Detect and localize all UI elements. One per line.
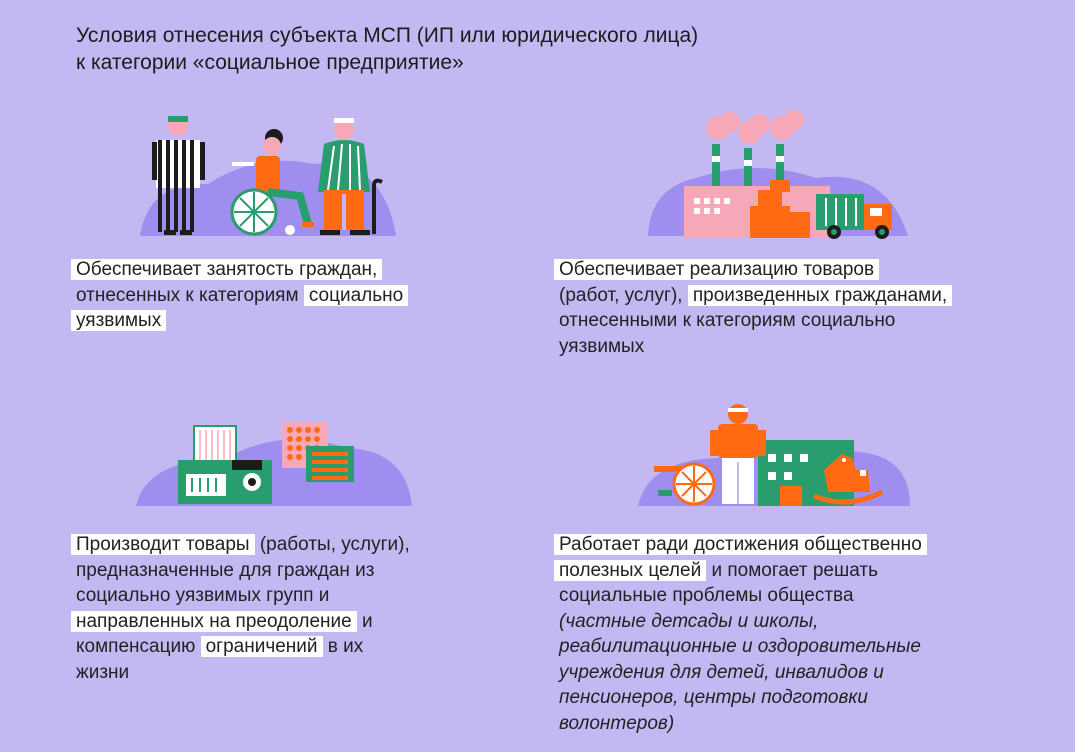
- card-text-line: социальные проблемы общества: [559, 585, 854, 606]
- highlight-text: социально: [303, 284, 409, 306]
- card-production: Производит товары (работы, услуги), пред…: [71, 532, 410, 685]
- card-text-segment: компенсацию: [76, 636, 201, 657]
- card-text-segment: и помогает решать: [706, 559, 878, 581]
- card-text-line: волонтеров): [559, 712, 675, 734]
- title-line-2: к категории «социальное предприятие»: [76, 51, 464, 74]
- card-text-line: учреждения для детей, инвалидов и: [559, 661, 884, 683]
- highlight-text: полезных целей: [554, 559, 707, 581]
- card-text-line: уязвимых: [559, 335, 645, 357]
- highlight-text: направленных на преодоление: [71, 610, 357, 632]
- card-text-line: предназначенные для граждан из: [76, 559, 375, 581]
- highlight-text: Обеспечивает реализацию товаров: [554, 259, 880, 280]
- card-text-line: (частные детсады и школы,: [559, 610, 819, 632]
- printing-machine-icon: [136, 420, 414, 510]
- page-title: Условия отнесения субъекта МСП (ИП или ю…: [76, 22, 698, 76]
- card-text-segment: (работы, услуги),: [254, 534, 410, 555]
- card-social-goals: Работает ради достижения общественно пол…: [554, 532, 927, 736]
- card-text-line: жизни: [76, 661, 130, 683]
- elder-school-toys-icon: [638, 400, 912, 510]
- highlight-text: Работает ради достижения общественно: [554, 534, 927, 555]
- highlight-text: ограничений: [200, 636, 323, 657]
- highlight-text: уязвимых: [71, 310, 167, 331]
- highlight-text: Обеспечивает занятость граждан,: [71, 259, 383, 280]
- people-wheelchair-icon: [138, 112, 400, 240]
- factory-truck-icon: [646, 108, 914, 240]
- highlight-text: Производит товары: [71, 534, 255, 555]
- card-text-line: социально уязвимых групп и: [76, 585, 330, 606]
- card-text-segment: в их: [322, 636, 364, 657]
- card-text-segment: (работ, услуг),: [559, 284, 688, 306]
- card-sales: Обеспечивает реализацию товаров (работ, …: [554, 257, 953, 359]
- card-employment: Обеспечивает занятость граждан, отнесенн…: [71, 257, 409, 334]
- highlight-text: произведенных гражданами,: [687, 284, 953, 306]
- title-line-1: Условия отнесения субъекта МСП (ИП или ю…: [76, 24, 699, 47]
- card-text-line: отнесенными к категориям социально: [559, 310, 896, 331]
- card-text-segment: отнесенных к категориям: [76, 284, 304, 306]
- card-text-line: реабилитационные и оздоровительные: [559, 636, 921, 657]
- card-text-line: пенсионеров, центры подготовки: [559, 687, 868, 708]
- card-text-segment: и: [356, 610, 373, 632]
